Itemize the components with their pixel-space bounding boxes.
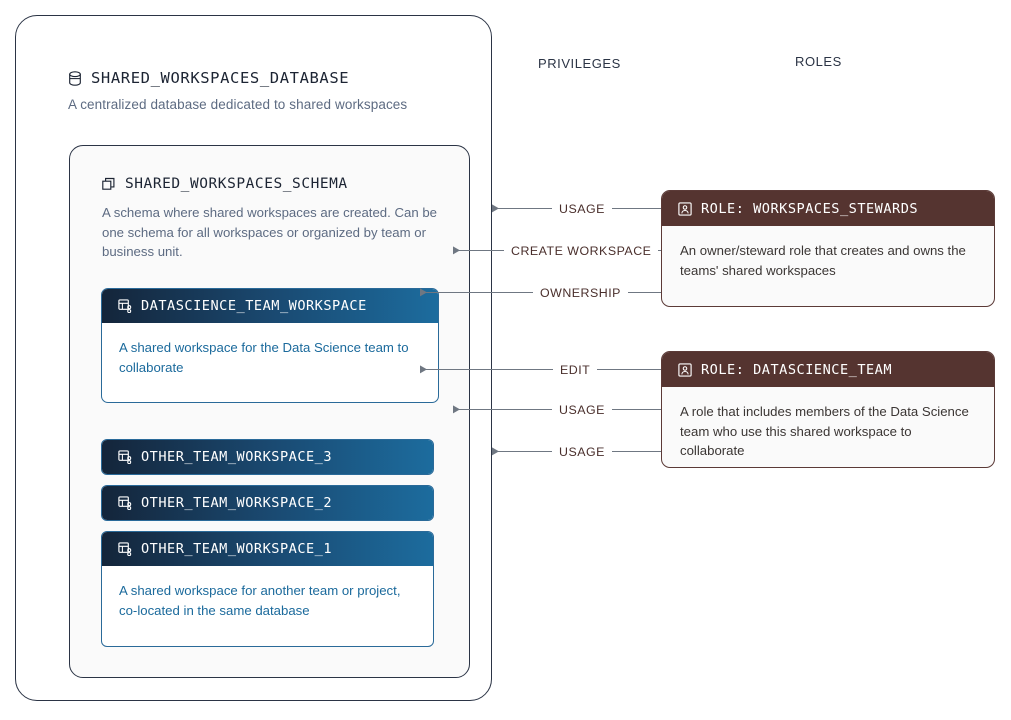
role-header: ROLE: WORKSPACES_STEWARDS bbox=[662, 191, 994, 226]
column-header-privileges: PRIVILEGES bbox=[538, 56, 621, 71]
connector-arrow-create-workspace bbox=[453, 246, 460, 255]
column-header-roles: ROLES bbox=[795, 54, 842, 69]
privilege-label-ownership: OWNERSHIP bbox=[533, 286, 628, 300]
role-description: An owner/steward role that creates and o… bbox=[680, 243, 966, 278]
workspace-card-datascience-team[interactable]: DATASCIENCE_TEAM_WORKSPACE A shared work… bbox=[101, 288, 439, 403]
workspace-header: OTHER_TEAM_WORKSPACE_3 bbox=[102, 440, 433, 474]
role-title: ROLE: DATASCIENCE_TEAM bbox=[701, 361, 893, 378]
workspace-title: OTHER_TEAM_WORKSPACE_1 bbox=[141, 541, 333, 557]
workspace-header: DATASCIENCE_TEAM_WORKSPACE bbox=[102, 289, 438, 323]
connector-arrow-edit bbox=[420, 365, 427, 374]
database-container: SHARED_WORKSPACES_DATABASE A centralized… bbox=[15, 15, 492, 701]
connector-arrow-usage-3 bbox=[492, 447, 499, 456]
database-description: A centralized database dedicated to shar… bbox=[68, 97, 408, 112]
role-badge-icon bbox=[678, 201, 692, 216]
connector-line-edit bbox=[420, 369, 661, 371]
database-title: SHARED_WORKSPACES_DATABASE bbox=[91, 69, 350, 87]
role-title: ROLE: WORKSPACES_STEWARDS bbox=[701, 200, 919, 217]
workspace-title: OTHER_TEAM_WORKSPACE_2 bbox=[141, 495, 333, 511]
role-description: A role that includes members of the Data… bbox=[680, 404, 969, 458]
role-card-datascience-team[interactable]: ROLE: DATASCIENCE_TEAM A role that inclu… bbox=[661, 351, 995, 468]
database-title-row: SHARED_WORKSPACES_DATABASE bbox=[68, 69, 349, 87]
database-cylinder-icon bbox=[68, 70, 82, 86]
workspace-description: A shared workspace for another team or p… bbox=[119, 583, 401, 618]
workspace-title: OTHER_TEAM_WORKSPACE_3 bbox=[141, 449, 333, 465]
workspace-header: OTHER_TEAM_WORKSPACE_1 bbox=[102, 532, 433, 566]
role-card-workspaces-stewards[interactable]: ROLE: WORKSPACES_STEWARDS An owner/stewa… bbox=[661, 190, 995, 307]
connector-arrow-usage-schema bbox=[492, 204, 499, 213]
role-header: ROLE: DATASCIENCE_TEAM bbox=[662, 352, 994, 387]
schema-description: A schema where shared workspaces are cre… bbox=[102, 205, 437, 259]
schema-title-row: SHARED_WORKSPACES_SCHEMA bbox=[102, 176, 348, 192]
shared-workspace-icon bbox=[118, 299, 132, 313]
privilege-label-usage-3: USAGE bbox=[552, 445, 612, 459]
privilege-label-usage-2: USAGE bbox=[552, 403, 612, 417]
workspace-title: DATASCIENCE_TEAM_WORKSPACE bbox=[141, 298, 367, 314]
privilege-label-create-workspace: CREATE WORKSPACE bbox=[504, 244, 659, 258]
workspace-description: A shared workspace for the Data Science … bbox=[119, 340, 409, 375]
connector-arrow-ownership bbox=[420, 288, 427, 297]
role-badge-icon bbox=[678, 362, 692, 377]
schema-title: SHARED_WORKSPACES_SCHEMA bbox=[125, 176, 348, 192]
stacked-boxes-icon bbox=[102, 177, 116, 191]
shared-workspace-icon bbox=[118, 450, 132, 464]
privilege-label-edit: EDIT bbox=[553, 363, 598, 377]
shared-workspace-icon bbox=[118, 496, 132, 510]
connector-arrow-usage-2 bbox=[453, 405, 460, 414]
shared-workspace-icon bbox=[118, 542, 132, 556]
workspace-card-other-team-3[interactable]: OTHER_TEAM_WORKSPACE_3 bbox=[101, 439, 434, 475]
workspace-card-other-team-1[interactable]: OTHER_TEAM_WORKSPACE_1 A shared workspac… bbox=[101, 531, 434, 647]
workspace-header: OTHER_TEAM_WORKSPACE_2 bbox=[102, 486, 433, 520]
privilege-label-usage-1: USAGE bbox=[552, 202, 612, 216]
workspace-card-other-team-2[interactable]: OTHER_TEAM_WORKSPACE_2 bbox=[101, 485, 434, 521]
